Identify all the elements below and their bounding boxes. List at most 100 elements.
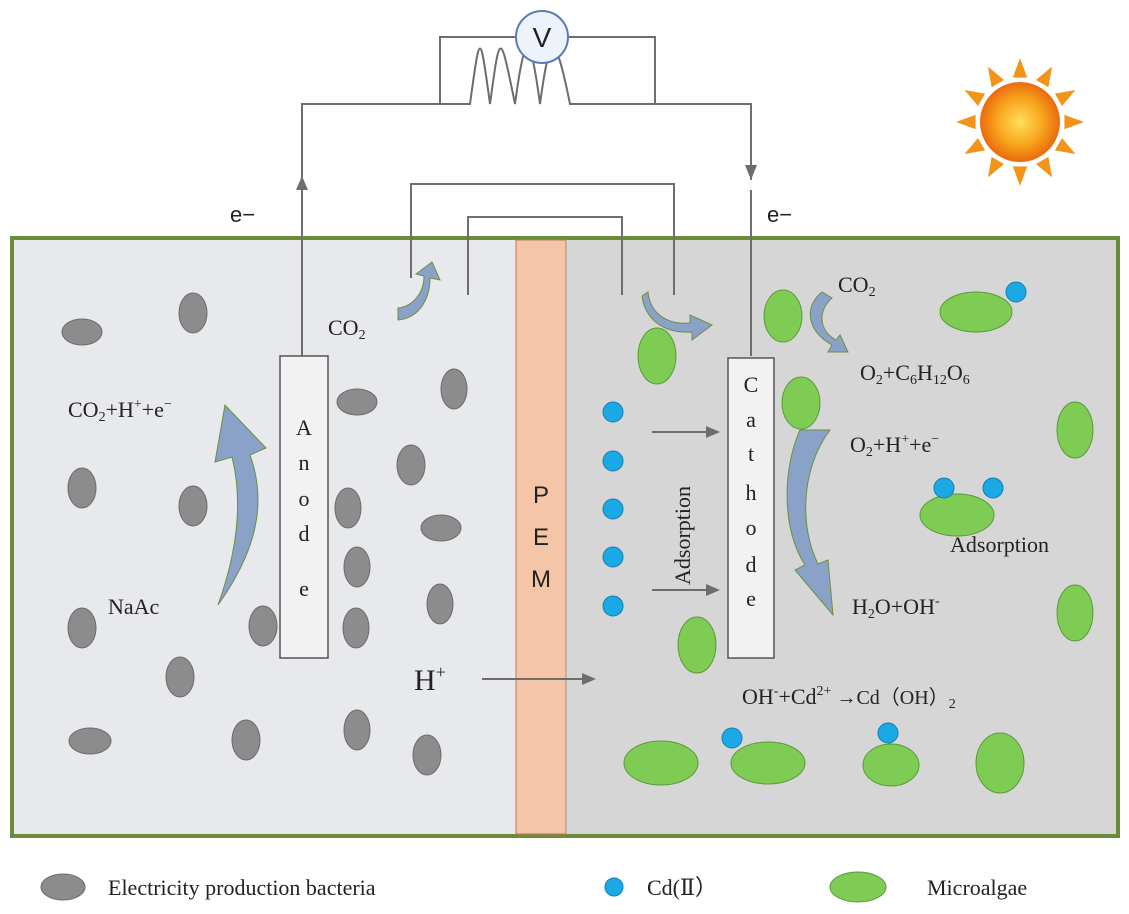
bacteria-cell xyxy=(61,318,103,346)
bacteria-cell xyxy=(178,292,208,334)
svg-text:A: A xyxy=(296,415,312,440)
bacteria-cell xyxy=(342,607,370,649)
svg-text:o: o xyxy=(299,486,310,511)
cd-ion xyxy=(602,595,624,617)
bacteria-cell xyxy=(248,605,278,647)
sun-icon xyxy=(956,58,1084,186)
sun-disc xyxy=(980,82,1060,162)
bacteria-cell xyxy=(412,734,442,776)
sun-ray xyxy=(1054,138,1076,154)
sun-ray xyxy=(988,66,1004,88)
anode-reaction-label: CO2+H++e− xyxy=(68,397,172,425)
svg-text:C: C xyxy=(744,372,759,397)
bacteria-cell xyxy=(396,444,426,486)
bacteria-cell xyxy=(426,583,454,625)
sun-ray xyxy=(1036,66,1052,88)
cd-ion xyxy=(602,450,624,472)
bacteria-cell xyxy=(165,656,195,698)
bacteria-cell xyxy=(68,727,112,755)
cathode-co2-arrow xyxy=(809,291,849,353)
sun-ray xyxy=(1012,58,1028,78)
cathode-gas-arrow xyxy=(641,291,713,341)
cathode-label: C a t h o d e xyxy=(744,372,759,611)
voltmeter-label: V xyxy=(533,22,552,53)
sun-ray xyxy=(964,90,986,106)
microalgae-cell xyxy=(730,741,806,785)
anode-current-arrowhead xyxy=(296,176,308,190)
microalgae-cells xyxy=(623,289,1094,794)
reactor-outline xyxy=(10,236,1120,838)
adsorption-right-label: Adsorption xyxy=(950,532,1049,557)
anode-reaction-arrow xyxy=(214,403,267,606)
legend-bacteria-swatch xyxy=(40,873,86,901)
svg-text:n: n xyxy=(299,450,310,475)
cathode-output-label: H2O+OH- xyxy=(852,594,940,622)
microalgae-cell xyxy=(781,376,821,430)
bacteria-cells xyxy=(61,292,468,776)
microalgae-cell xyxy=(939,291,1013,333)
legend: Electricity production bacteria Cd(Ⅱ） Mi… xyxy=(40,871,1027,903)
bacteria-cell xyxy=(231,719,261,761)
svg-text:a: a xyxy=(746,407,756,432)
pem-letter: E xyxy=(533,524,549,551)
pem-membrane xyxy=(515,239,567,835)
svg-text:e: e xyxy=(299,576,309,601)
bacteria-cell xyxy=(343,709,371,751)
cd-ion xyxy=(602,401,624,423)
cd-ion xyxy=(982,477,1004,499)
microalgae-cell xyxy=(763,289,803,343)
sun-ray xyxy=(956,114,976,130)
microalgae-cell xyxy=(623,740,699,786)
microalgae-cell xyxy=(862,743,920,787)
cathode-input-label: O2+H++e− xyxy=(850,432,939,460)
photosynthesis-label: O2+C6H12O6 xyxy=(860,360,970,388)
bacteria-cell xyxy=(334,487,362,529)
svg-text:o: o xyxy=(746,515,757,540)
bacteria-cell xyxy=(343,546,371,588)
anode-electrode xyxy=(279,355,329,659)
cathode-reaction-arrow xyxy=(786,429,834,617)
microalgae-cell xyxy=(1056,401,1094,459)
voltmeter xyxy=(515,10,569,64)
sun-ray xyxy=(1012,166,1028,186)
proton-label: H+ xyxy=(414,662,446,697)
bacteria-cell xyxy=(67,607,97,649)
bacteria-cell xyxy=(178,485,208,527)
svg-text:d: d xyxy=(746,552,757,577)
bacteria-cell xyxy=(420,514,462,542)
anode-co2-arrow xyxy=(397,261,441,321)
electron-label-anode: e− xyxy=(230,202,255,227)
bacteria-cell xyxy=(440,368,468,410)
legend-bacteria-label: Electricity production bacteria xyxy=(108,875,376,900)
flow-arrows xyxy=(214,261,849,617)
svg-text:h: h xyxy=(746,480,757,505)
microalgae-cell xyxy=(677,616,717,674)
svg-text:d: d xyxy=(299,521,310,546)
cd-ion xyxy=(602,546,624,568)
anode-label: A n o d e xyxy=(296,415,312,601)
microalgae-cell xyxy=(1056,584,1094,642)
bacteria-cell xyxy=(336,388,378,416)
pem-letter: M xyxy=(531,566,551,593)
legend-microalgae-swatch xyxy=(829,871,887,903)
sun-ray xyxy=(964,138,986,154)
naac-label: NaAc xyxy=(108,594,160,619)
svg-text:e: e xyxy=(746,586,756,611)
gas-pipes xyxy=(410,183,675,295)
bacteria-cell xyxy=(67,467,97,509)
cd-ion xyxy=(1005,281,1027,303)
cd-ion xyxy=(933,477,955,499)
cd-ion xyxy=(721,727,743,749)
electron-label-cathode: e− xyxy=(767,202,792,227)
sun-ray xyxy=(1064,114,1084,130)
cathode-electrode xyxy=(727,357,775,659)
cd-ion xyxy=(877,722,899,744)
co2-anode-label: CO2 xyxy=(328,315,366,343)
microalgae-cell xyxy=(637,327,677,385)
legend-cd-swatch xyxy=(604,877,624,897)
adsorption-vertical-label: Adsorption xyxy=(670,486,695,585)
cd-ions xyxy=(602,281,1027,749)
microalgae-cell xyxy=(919,493,995,537)
sun-ray xyxy=(988,156,1004,178)
